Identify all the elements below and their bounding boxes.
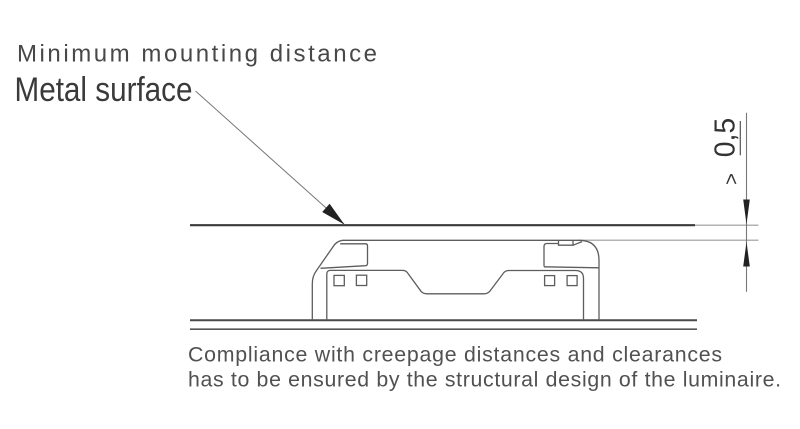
svg-text:has to be ensured by the struc: has to be ensured by the structural desi…: [188, 368, 781, 392]
svg-text:0,5: 0,5: [710, 118, 742, 158]
svg-text:Compliance with creepage dista: Compliance with creepage distances and c…: [188, 343, 722, 367]
svg-text:Minimum mounting distance: Minimum mounting distance: [17, 41, 377, 68]
svg-text:Metal surface: Metal surface: [15, 71, 193, 109]
svg-text:>: >: [721, 173, 743, 185]
